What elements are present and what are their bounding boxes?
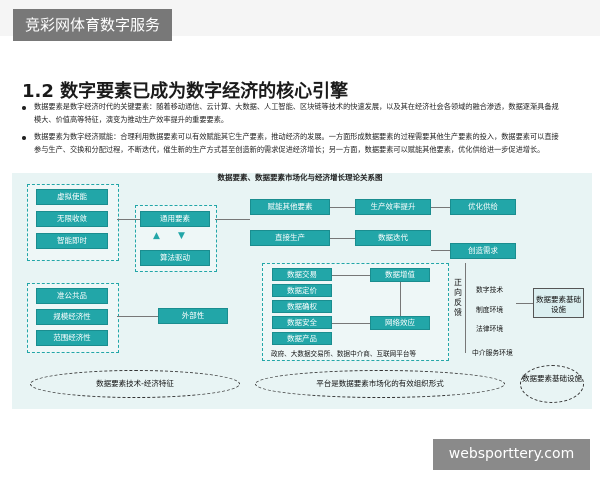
- right-item-digital-tech: 数字技术: [476, 286, 504, 294]
- ellipse-platform: 平台是数据要素市场化的有效组织形式: [255, 370, 505, 398]
- arrow-up-icon: ▲: [153, 231, 160, 241]
- bullet-text-1: 数据要素是数字经济时代的关键要素：随着移动通信、云计算、大数据、人工智能、区块链…: [34, 102, 559, 124]
- connector: [215, 219, 250, 220]
- node-zhungonggongpin: 准公共品: [36, 288, 108, 304]
- connector: [117, 316, 158, 317]
- ellipse-tech-econ: 数据要素技术-经济特征: [30, 370, 240, 398]
- right-item-legal: 法律环境: [476, 325, 504, 333]
- node-fanweijingjixing: 范围经济性: [36, 330, 108, 346]
- node-shujudiedai: 数据迭代: [355, 230, 431, 246]
- node-shujuchanpin: 数据产品: [272, 332, 332, 345]
- right-item-intermediary: 中介服务环境: [472, 349, 513, 357]
- right-item-institution: 制度环境: [476, 306, 504, 314]
- node-xunishineng: 虚拟使能: [36, 189, 108, 205]
- ellipse-infrastructure: 数据要素基础设施: [520, 365, 584, 403]
- watermark-site: websporttery.com: [433, 439, 590, 470]
- node-shujuquequan: 数据确权: [272, 300, 332, 313]
- node-zhijieshengchan: 直接生产: [250, 230, 330, 246]
- node-waibuxing: 外部性: [158, 308, 228, 324]
- arrow-down-icon: ▼: [178, 231, 185, 241]
- connector: [516, 303, 533, 304]
- node-guimojingjixing: 规模经济性: [36, 309, 108, 325]
- slide-title: 1.2 数字要素已成为数字经济的核心引擎: [22, 81, 349, 102]
- connector: [330, 238, 355, 239]
- node-shujudingjia: 数据定价: [272, 284, 332, 297]
- connector: [431, 250, 450, 251]
- site-brand[interactable]: 竞彩网体育数字服务: [13, 9, 172, 41]
- connector: [117, 219, 140, 220]
- bullet-dot: [22, 136, 26, 140]
- diagram-title: 数据要素、数据要素市场化与经济增长理论关系图: [217, 173, 383, 182]
- connector: [431, 207, 450, 208]
- node-wangluoxiaoying: 网络效应: [370, 316, 430, 330]
- node-suanfaqudong: 算法驱动: [140, 250, 210, 266]
- node-shujuanquan: 数据安全: [272, 316, 332, 329]
- node-zhinengjishi: 智能即时: [36, 233, 108, 249]
- bullet-text-2: 数据要素为数字经济赋能：合理利用数据要素可以有效赋能其它生产要素，推动经济的发展…: [34, 132, 559, 154]
- positive-feedback-label: 正向反馈: [454, 278, 462, 317]
- node-youhuagongji: 优化供给: [450, 199, 516, 215]
- node-tongyongyaosu: 通用要素: [140, 211, 210, 227]
- connector: [330, 207, 355, 208]
- node-chuangzaoxuqiu: 创造需求: [450, 243, 516, 259]
- node-wuxianshoulian: 无限收敛: [36, 211, 108, 227]
- connector: [400, 282, 401, 316]
- connector: [465, 263, 466, 353]
- node-shujujiaoyi: 数据交易: [272, 268, 332, 281]
- connector: [332, 275, 370, 276]
- node-shujuzengzhi: 数据增值: [370, 268, 430, 282]
- node-shengchanxiaolv: 生产效率提升: [355, 199, 431, 215]
- bullet-dot: [22, 106, 26, 110]
- actors-label: 政府、大数据交易所、数据中介商、互联网平台等: [271, 350, 417, 358]
- connector: [332, 323, 370, 324]
- node-funengqita: 赋能其他要素: [250, 199, 330, 215]
- node-jichusheshi: 数据要素基础设施: [533, 288, 584, 318]
